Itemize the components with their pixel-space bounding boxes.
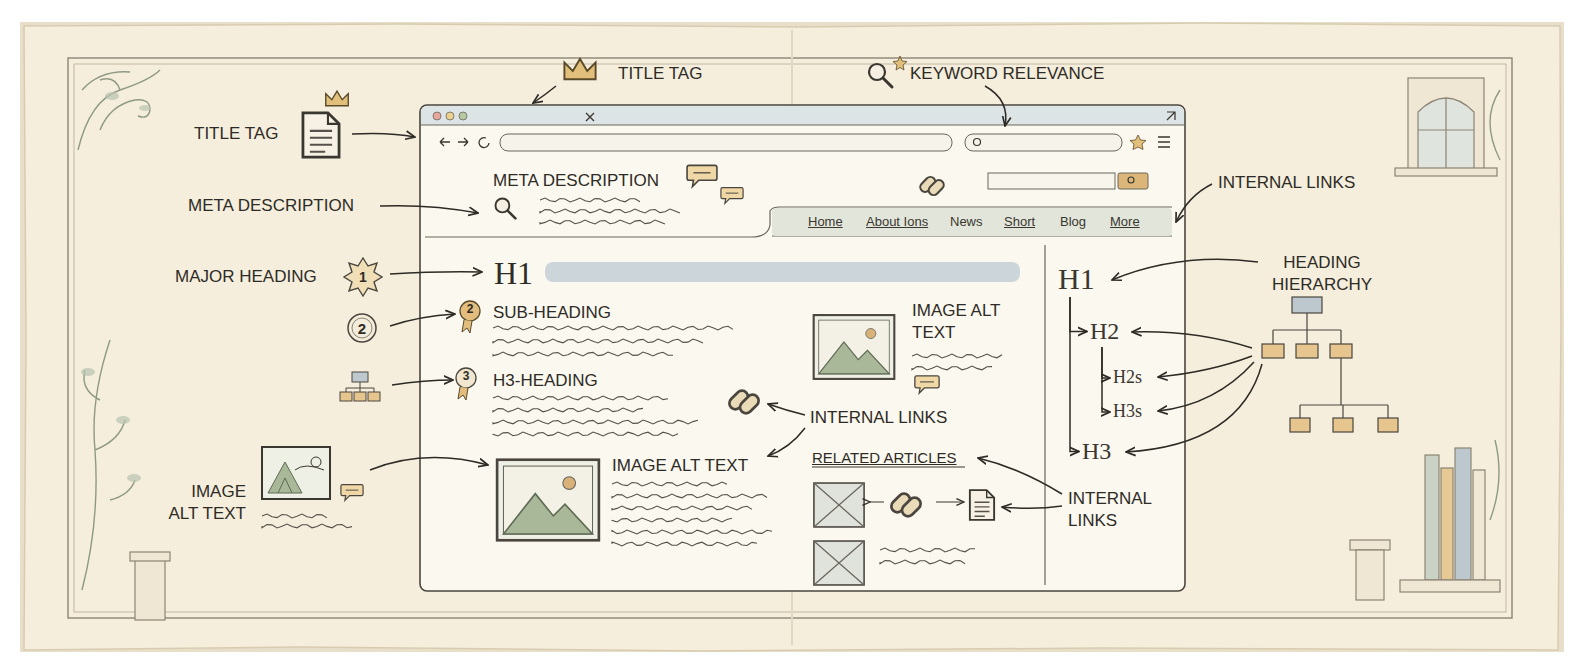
- placeholder-text-line: [612, 482, 727, 486]
- section-label: META DESCRIPTION: [493, 170, 659, 192]
- placeholder-text-line: [540, 209, 680, 213]
- hierarchy-connector: [1102, 347, 1110, 412]
- heading-level: H2: [1090, 318, 1119, 344]
- hierarchy-heading: H2s: [1113, 368, 1145, 388]
- heading-level: H1: [1058, 262, 1095, 295]
- placeholder-text-line: [880, 548, 975, 552]
- heading-level: H3: [1082, 438, 1111, 464]
- section-label: IMAGE ALT TEXT: [912, 300, 1012, 344]
- callout-label: IMAGE ALT TEXT: [160, 481, 246, 525]
- placeholder-text-line: [612, 506, 752, 510]
- callout-label: INTERNAL LINKS: [1068, 488, 1168, 532]
- placeholder-text-line: [493, 408, 643, 412]
- hierarchy-heading: H2: [1090, 318, 1122, 345]
- placeholder-text-line: [262, 524, 352, 528]
- callout-number: 3: [458, 369, 474, 385]
- section-label: H3-HEADING: [493, 370, 598, 392]
- callout-label: KEYWORD RELEVANCE: [910, 63, 1104, 85]
- section-label: INTERNAL LINKS: [810, 407, 947, 429]
- section-label: IMAGE ALT TEXT: [612, 455, 748, 477]
- placeholder-text-line: [493, 339, 703, 343]
- hierarchy-connector: [1102, 347, 1110, 378]
- nav-link: About Ions: [866, 214, 928, 229]
- placeholder-text-line: [612, 542, 757, 546]
- placeholder-text-line: [612, 518, 732, 522]
- callout-label: HEADING HIERARCHY: [1262, 252, 1382, 296]
- section-label: RELATED ARTICLES: [812, 448, 957, 468]
- callout-label: INTERNAL LINKS: [1218, 172, 1355, 194]
- hierarchy-connector: [1070, 297, 1087, 332]
- placeholder-text-line: [493, 352, 673, 356]
- nav-link: Short: [1004, 214, 1035, 229]
- placeholder-text-line: [612, 494, 767, 498]
- placeholder-text-line: [493, 396, 668, 400]
- hierarchy-heading: H1: [1058, 262, 1097, 295]
- nav-link: News: [950, 214, 983, 229]
- callout-label: META DESCRIPTION: [188, 195, 354, 217]
- hierarchy-heading: H3: [1082, 438, 1114, 465]
- placeholder-text-line: [493, 420, 698, 424]
- callout-label: TITLE TAG: [194, 123, 278, 145]
- placeholder-text-line: [493, 326, 733, 330]
- callout-number: 1: [355, 268, 371, 286]
- heading-level: H3s: [1113, 402, 1142, 422]
- placeholder-text-line: [612, 530, 772, 534]
- placeholder-text-line: [262, 514, 327, 518]
- placeholder-text-line: [912, 366, 992, 370]
- heading-level: H2s: [1113, 368, 1142, 388]
- placeholder-text-line: [493, 432, 678, 436]
- section-label: SUB-HEADING: [493, 302, 611, 324]
- hierarchy-heading: H3s: [1113, 402, 1145, 422]
- heading-label: H1: [494, 253, 533, 295]
- callout-number: 2: [354, 319, 370, 339]
- nav-bar: Home About Ions News Short Blog More: [772, 208, 1172, 236]
- placeholder-text-line: [540, 220, 665, 224]
- placeholder-text-line: [912, 354, 1002, 358]
- hierarchy-connector: [1070, 297, 1079, 452]
- placeholder-text-line: [880, 560, 965, 564]
- nav-link: Home: [808, 214, 843, 229]
- nav-link: More: [1110, 214, 1140, 229]
- nav-link: Blog: [1060, 214, 1086, 229]
- callout-label: TITLE TAG: [618, 63, 702, 85]
- callout-label: MAJOR HEADING: [175, 266, 317, 288]
- callout-number: 2: [462, 302, 478, 318]
- placeholder-text-line: [540, 198, 640, 202]
